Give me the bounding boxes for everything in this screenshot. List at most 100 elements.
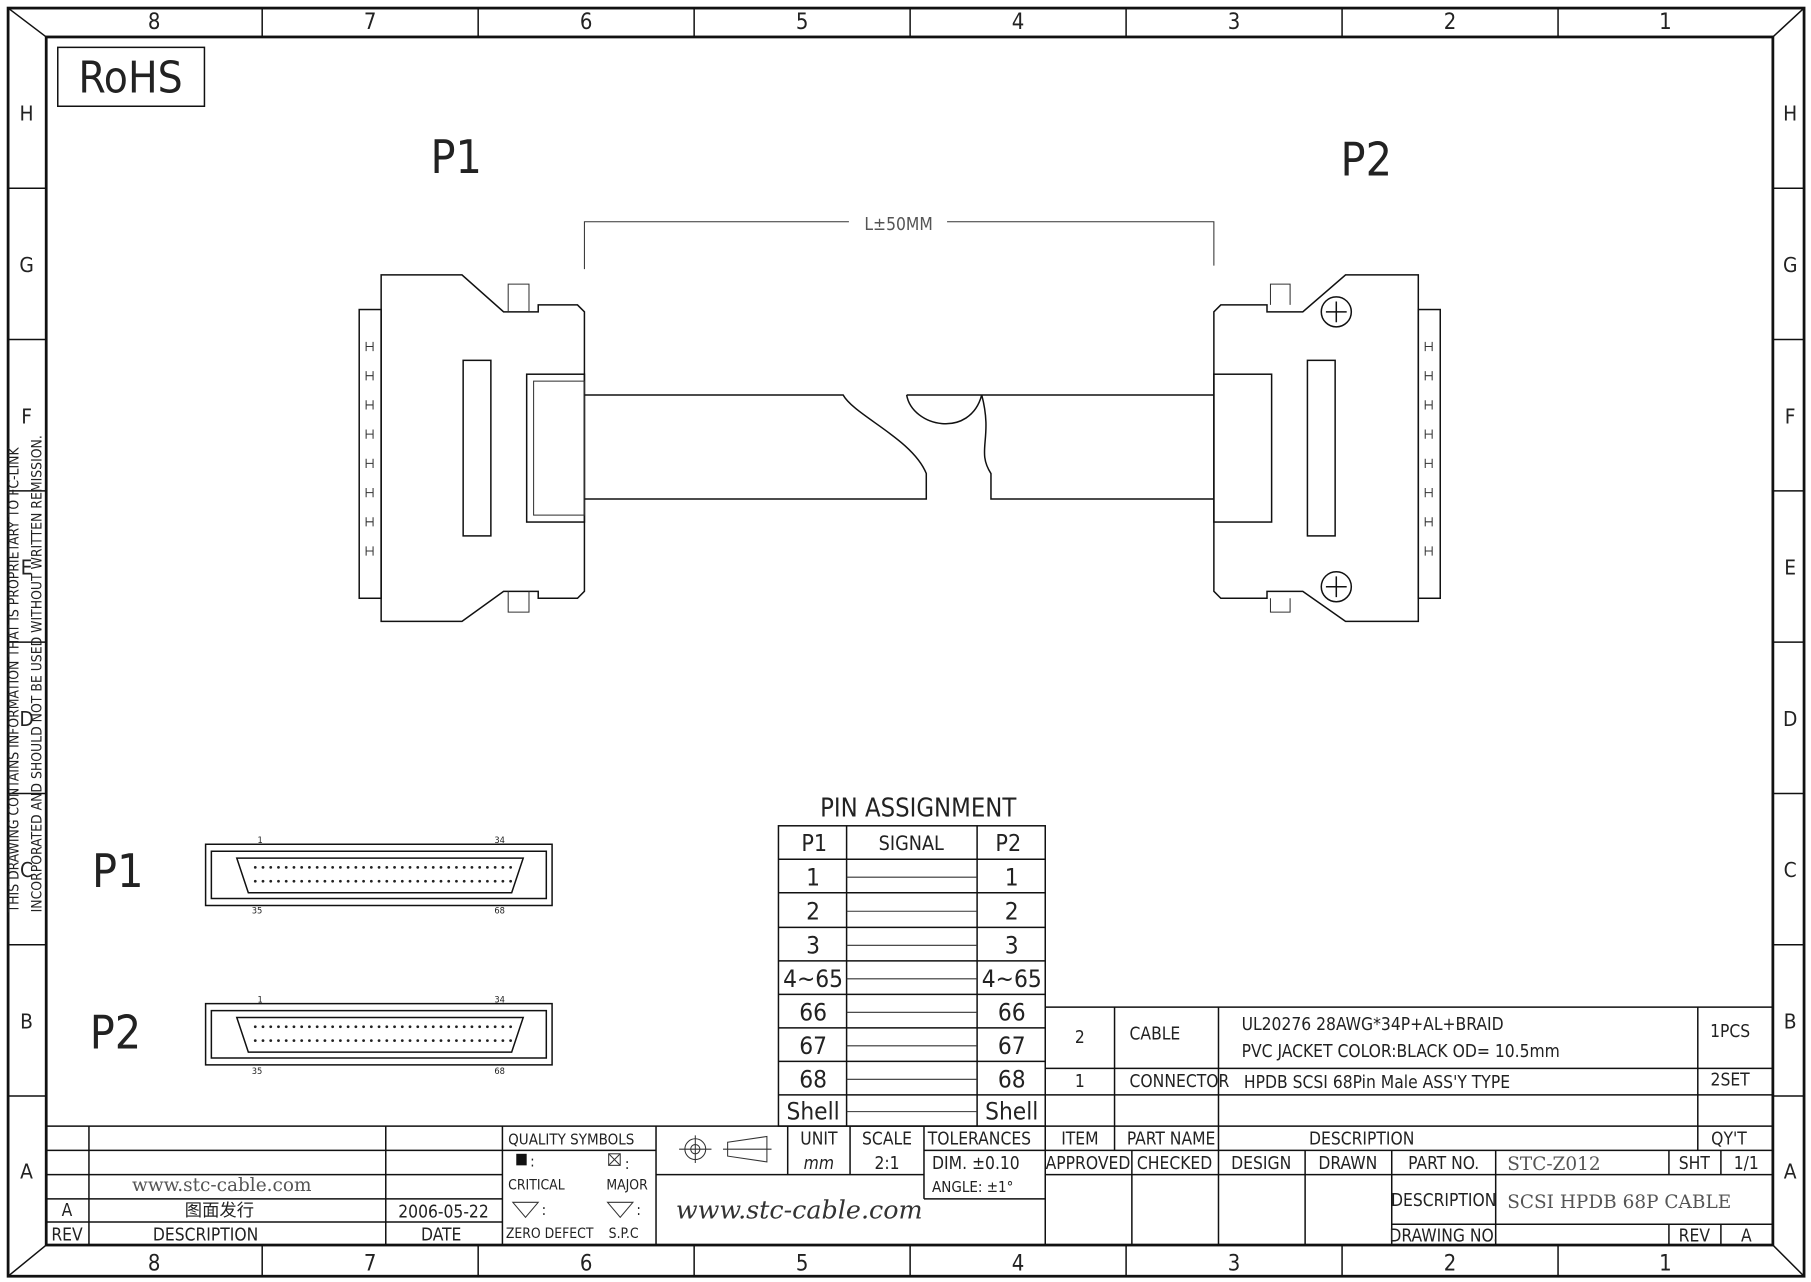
length-dimension: L±50MM (864, 215, 932, 235)
pin-hole (416, 865, 420, 869)
bom-qty: 2SET (1711, 1071, 1751, 1091)
cable-body (584, 394, 1214, 500)
pin-hole (354, 1039, 358, 1043)
pin-hole (385, 879, 389, 883)
pin-hole (462, 865, 466, 869)
pin-hole (416, 1025, 420, 1029)
p1-face-view: P1 1 34 35 68 (92, 835, 553, 917)
pin-hole (447, 865, 451, 869)
zone-row-label: B (1784, 1009, 1797, 1033)
rohs-label: RoHS (78, 52, 182, 103)
zone-column-label: 6 (580, 1251, 593, 1276)
pin-hole (369, 1039, 373, 1043)
zone-row-label: D (1783, 707, 1797, 731)
website-large: www.stc-cable.com (676, 1194, 923, 1224)
zone-column-label: 3 (1228, 1251, 1241, 1276)
pin-hole (509, 1025, 513, 1029)
pin-hole (338, 1025, 342, 1029)
bom-header-description: DESCRIPTION (1309, 1130, 1414, 1150)
pin-label: 1 (258, 995, 263, 1006)
drawing-no-label: DRAWING NO. (1389, 1227, 1498, 1247)
pin-hole (431, 865, 435, 869)
pin-hole (478, 865, 482, 869)
rohs-box (57, 46, 206, 108)
pin-hole (277, 1039, 280, 1043)
pin-label: 68 (494, 906, 505, 917)
scale-label: SCALE (862, 1130, 912, 1150)
bom-desc: UL20276 28AWG*34P+AL+BRAID (1242, 1015, 1504, 1035)
pin-hole (362, 865, 365, 869)
svg-text::: : (542, 1201, 547, 1219)
pin-p1: 4~65 (783, 964, 843, 993)
pin-hole (455, 1025, 458, 1029)
pin-p1: Shell (786, 1097, 839, 1126)
pin-hole (455, 879, 458, 883)
pin-hole (486, 865, 489, 869)
pin-hole (261, 1025, 265, 1029)
zone-column-label: 4 (1012, 1251, 1025, 1276)
sht-label: SHT (1679, 1154, 1711, 1174)
approved-label: APPROVED (1046, 1154, 1131, 1174)
pin-hole (284, 1025, 288, 1029)
pin-p1: 2 (806, 896, 820, 925)
bom-header-qty: QY'T (1711, 1130, 1747, 1150)
bom-header-part-name: PART NAME (1127, 1130, 1216, 1150)
pin-hole (300, 879, 304, 883)
pin-hole (431, 1039, 435, 1043)
pin-hole (408, 1025, 412, 1029)
zone-column-label: 8 (148, 1251, 161, 1276)
svg-text::: : (625, 1155, 630, 1173)
scale-value: 2:1 (874, 1154, 899, 1174)
pin-hole (377, 879, 381, 883)
zone-row-label: A (20, 1160, 33, 1184)
zone-column-label: 2 (1444, 10, 1457, 35)
pin-hole (493, 1025, 497, 1029)
zone-column-label: 7 (364, 1251, 377, 1276)
pin-hole (362, 879, 365, 883)
dim-tolerance: DIM. ±0.10 (932, 1154, 1020, 1174)
rev-entry: A (62, 1201, 73, 1221)
pin-hole (478, 1039, 482, 1043)
pin-hole (439, 1025, 443, 1029)
screw-icon (1320, 570, 1353, 603)
zone-column-label: 5 (796, 1251, 809, 1276)
pin-hole (447, 879, 451, 883)
svg-text::: : (530, 1153, 535, 1171)
pin-hole (393, 1025, 396, 1029)
pin-label: 34 (494, 995, 505, 1006)
pin-hole (269, 865, 273, 869)
pin-hole (253, 865, 257, 869)
bom-desc: PVC JACKET COLOR:BLACK OD= 10.5mm (1242, 1042, 1560, 1062)
zone-row-label: E (1784, 556, 1796, 580)
pin-hole (292, 879, 296, 883)
pin-hole (354, 1025, 358, 1029)
pin-hole (462, 1039, 466, 1043)
pin-hole (416, 1039, 420, 1043)
pin-hole (362, 1025, 365, 1029)
zero-defect-icon (511, 1201, 540, 1219)
pin-hole (323, 1039, 327, 1043)
title-block: APPROVED CHECKED DESIGN DRAWN PART NO. S… (1045, 1150, 1773, 1247)
pin-hole (424, 1025, 427, 1029)
checked-label: CHECKED (1137, 1154, 1212, 1174)
pin-hole (439, 879, 443, 883)
pin-hole (292, 1039, 296, 1043)
pin-hole (346, 1025, 350, 1029)
pin-hole (501, 879, 505, 883)
major-label: MAJOR (606, 1178, 648, 1194)
header-p2: P2 (995, 831, 1021, 857)
p1-face-label: P1 (92, 844, 144, 898)
zone-row-label: H (20, 102, 34, 126)
pin-hole (346, 865, 350, 869)
pin-hole (300, 1039, 304, 1043)
design-label: DESIGN (1231, 1154, 1291, 1174)
pin-hole (292, 865, 296, 869)
pin-hole (486, 1025, 489, 1029)
pin-hole (493, 879, 497, 883)
pin-hole (277, 865, 280, 869)
pin-label: 35 (252, 1066, 263, 1077)
pin-hole (300, 1025, 304, 1029)
pin-hole (470, 1039, 474, 1043)
pin-hole (462, 879, 466, 883)
